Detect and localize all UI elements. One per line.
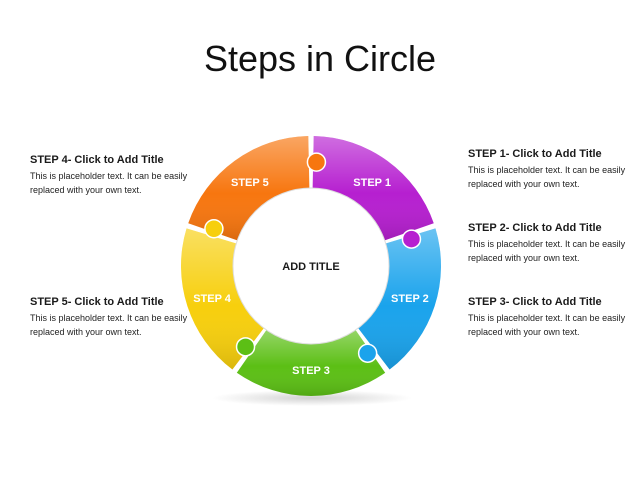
segment-label-step-5: STEP 5 [231, 177, 269, 189]
step-4-heading: STEP 4- Click to Add Title [30, 154, 164, 166]
step-1-body: This is placeholder text. It can be easi… [468, 165, 626, 189]
step-5-body: This is placeholder text. It can be easi… [30, 313, 188, 337]
step-4-body: This is placeholder text. It can be easi… [30, 171, 188, 195]
puzzle-knob-4 [204, 218, 224, 239]
step-5-description[interactable]: STEP 5- Click to Add Title This is place… [30, 296, 200, 339]
segment-label-step-3: STEP 3 [292, 365, 330, 377]
step-3-description[interactable]: STEP 3- Click to Add Title This is place… [468, 296, 638, 339]
step-3-body: This is placeholder text. It can be easi… [468, 313, 626, 337]
segment-gloss-3 [236, 330, 386, 396]
step-3-heading: STEP 3- Click to Add Title [468, 296, 602, 308]
segment-label-step-1: STEP 1 [353, 177, 391, 189]
step-1-description[interactable]: STEP 1- Click to Add Title This is place… [468, 148, 638, 191]
step-2-heading: STEP 2- Click to Add Title [468, 222, 602, 234]
step-2-body: This is placeholder text. It can be easi… [468, 239, 626, 263]
segment-label-step-2: STEP 2 [391, 293, 429, 305]
puzzle-knob-1 [401, 229, 422, 249]
slide-title: Steps in Circle [203, 38, 437, 79]
step-4-description[interactable]: STEP 4- Click to Add Title This is place… [30, 154, 200, 197]
step-2-description[interactable]: STEP 2- Click to Add Title This is place… [468, 222, 638, 265]
segment-gloss-5 [188, 136, 310, 241]
step-1-heading: STEP 1- Click to Add Title [468, 148, 602, 160]
puzzle-knob-2 [357, 343, 378, 363]
segment-label-step-4: STEP 4 [193, 293, 232, 305]
segment-gloss-1 [312, 136, 434, 241]
puzzle-knob-5 [306, 152, 327, 172]
puzzle-knob-3 [235, 337, 256, 357]
ring-shadow [212, 390, 412, 406]
segment-gloss-4 [181, 228, 264, 370]
segment-gloss-2 [358, 228, 441, 370]
center-disc [232, 187, 390, 345]
center-title[interactable]: ADD TITLE [282, 261, 339, 273]
step-5-heading: STEP 5- Click to Add Title [30, 296, 164, 308]
